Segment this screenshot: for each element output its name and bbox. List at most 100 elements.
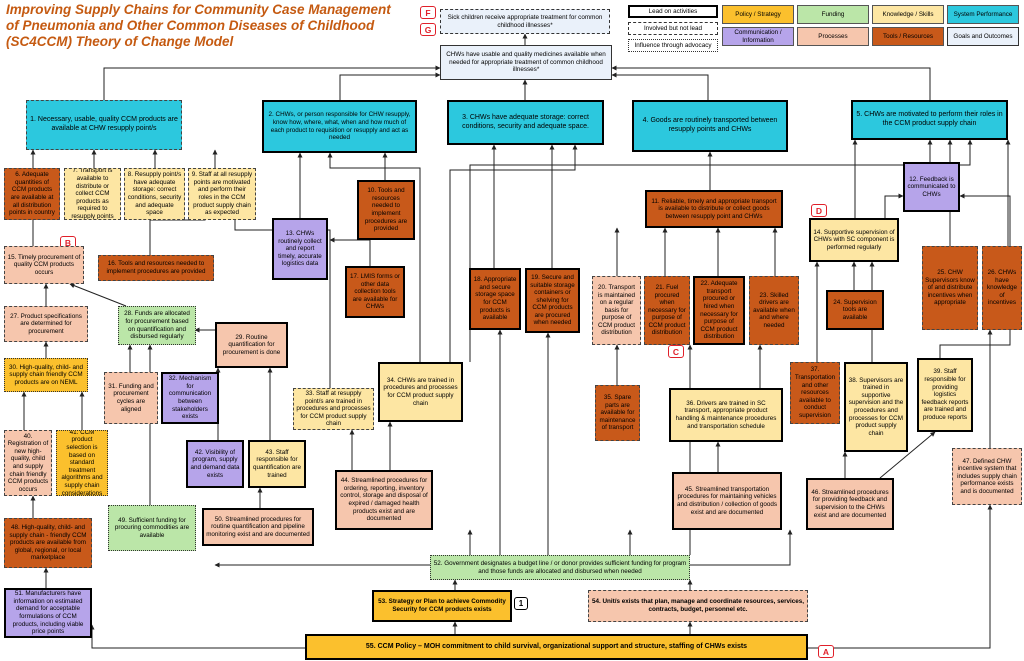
edge-b55-b51	[89, 624, 305, 649]
node-51: 51. Manufacturers have information on es…	[4, 588, 92, 638]
node-44-text: 44. Streamlined procedures for ordering,…	[340, 477, 428, 523]
node-36-text: 36. Drivers are trained in SC transport,…	[675, 399, 777, 430]
node-25: 25. CHW Supervisors know of and distribu…	[922, 246, 978, 330]
node-11: 11. Reliable, timely and appropriate tra…	[645, 190, 783, 228]
node-37: 37. Transportation and other resources a…	[790, 362, 840, 424]
node-36: 36. Drivers are trained in SC transport,…	[669, 388, 783, 442]
node-22-text: 22. Adequate transport procured or hired…	[700, 280, 738, 341]
node-19: 19. Secure and suitable storage containe…	[525, 268, 580, 333]
node-54-text: 54. Unit/s exists that plan, manage and …	[591, 598, 805, 613]
node-49: 49. Sufficient funding for procuring com…	[108, 505, 196, 551]
node-27-text: 27. Product specifications are determine…	[10, 312, 82, 335]
node-34-text: 34. CHWs are trained in procedures and p…	[383, 376, 458, 407]
legend-influence-label: Influence through advocacy	[634, 41, 712, 49]
edge-b17-b13	[329, 237, 371, 266]
edge-b34-b5	[469, 139, 973, 362]
node-20-text: 20. Transport is maintained on a regular…	[597, 283, 636, 337]
node-9-text: 9. Staff at all resupply points are moti…	[191, 171, 253, 217]
edge-b2-avail	[339, 72, 441, 100]
node-41-text: 41. CCM product selection is based on st…	[61, 430, 103, 496]
node-52: 52. Government designates a budget line …	[430, 555, 690, 580]
node-41: 41. CCM product selection is based on st…	[56, 430, 108, 496]
node-19-text: 19. Secure and suitable storage containe…	[530, 273, 575, 327]
legend-system-label: System Performance	[953, 10, 1013, 18]
node-16-text: 16. Tools and resources needed to implem…	[106, 260, 206, 275]
node-26: 26. CHWs have knowledge of incentives	[982, 246, 1022, 330]
legend-system: System Performance	[947, 5, 1019, 24]
node-51-text: 51. Manufacturers have information on es…	[12, 590, 84, 636]
node-29: 29. Routine quantification for procureme…	[215, 322, 288, 368]
legend-goals-label: Goals and Outcomes	[953, 32, 1013, 40]
node-38: 38. Supervisors are trained in supportiv…	[844, 362, 908, 452]
legend-funding-label: Funding	[821, 10, 845, 18]
node-31: 31. Funding and procurement cycles are a…	[104, 372, 158, 424]
node-49-text: 49. Sufficient funding for procuring com…	[114, 516, 190, 539]
node-35-text: 35. Spare parts are available for mainte…	[599, 394, 636, 432]
node-45: 45. Streamlined transportation procedure…	[672, 472, 782, 530]
legend-processes: Processes	[797, 27, 869, 46]
node-15-text: 15. Timely procurement of quality CCM pr…	[7, 253, 81, 276]
node-11-text: 11. Reliable, timely and appropriate tra…	[651, 197, 777, 220]
legend-involved: Involved but not lead	[628, 22, 718, 35]
node-32: 32. Mechanism for communication between …	[161, 372, 219, 424]
node-44: 44. Streamlined procedures for ordering,…	[335, 470, 433, 530]
edge-b5-avail	[611, 65, 931, 100]
node-5: 5. CHWs are motivated to perform their r…	[851, 100, 1008, 140]
node-8: 8. Resupply point/s have adequate storag…	[124, 168, 185, 220]
node-33: 33. Staff at resupply point/s are traine…	[293, 388, 374, 430]
node-1-text: 1. Necessary, usable, quality CCM produc…	[30, 116, 178, 132]
node-32-text: 32. Mechanism for communication between …	[168, 375, 212, 421]
node-12: 12. Feedback is communicated to CHWs	[903, 162, 960, 212]
node-27: 27. Product specifications are determine…	[4, 306, 88, 342]
node-48-text: 48. High-quality, child- and supply chai…	[9, 524, 87, 562]
node-24-text: 24. Supervision tools are available	[833, 298, 877, 321]
edge-b14-b12	[884, 193, 904, 218]
legend-influence: Influence through advocacy	[628, 39, 718, 52]
outcome-box: CHWs have usable and quality medicines a…	[440, 45, 612, 80]
legend-tools: Tools / Resources	[872, 27, 944, 46]
node-46-text: 46. Streamlined procedures for providing…	[811, 488, 889, 519]
node-3: 3. CHWs have adequate storage: correct c…	[447, 100, 604, 145]
node-6: 6. Adequate quantities of CCM products a…	[4, 168, 60, 220]
node-38-text: 38. Supervisors are trained in supportiv…	[848, 376, 904, 437]
node-7: 7. Transport is available to distribute …	[64, 168, 121, 220]
node-18-text: 18. Appropriate and secure storage space…	[473, 276, 517, 322]
node-12-text: 12. Feedback is communicated to CHWs	[907, 175, 956, 198]
edge-b4-avail	[611, 72, 709, 100]
legend-lead-label: Lead on activities	[648, 7, 698, 15]
node-2-text: 2. CHWs, or person responsible for CHW r…	[268, 111, 411, 142]
node-48: 48. High-quality, child- and supply chai…	[4, 518, 92, 568]
marker-c: C	[668, 345, 684, 358]
edge-b34-b3	[449, 144, 578, 362]
legend-tools-label: Tools / Resources	[882, 32, 934, 40]
legend-knowledge: Knowledge / Skills	[872, 5, 944, 24]
node-8-text: 8. Resupply point/s have adequate storag…	[127, 171, 182, 217]
node-20: 20. Transport is maintained on a regular…	[592, 276, 641, 345]
node-52-text: 52. Government designates a budget line …	[433, 559, 687, 575]
node-50-text: 50. Streamlined procedures for routine q…	[206, 515, 310, 538]
node-35: 35. Spare parts are available for mainte…	[595, 385, 640, 441]
node-53-badge: 1	[514, 597, 528, 610]
node-43: 43. Staff responsible for quantification…	[248, 440, 306, 488]
node-3-text: 3. CHWs have adequate storage: correct c…	[462, 113, 589, 130]
node-17-text: 17. LMIS forms or other data collection …	[349, 273, 401, 311]
node-37-text: 37. Transportation and other resources a…	[794, 366, 836, 419]
node-6-text: 6. Adequate quantities of CCM products a…	[9, 171, 55, 217]
edge-b55-b47	[808, 504, 993, 649]
node-4-text: 4. Goods are routinely transported betwe…	[642, 117, 778, 133]
edge-b52-b46	[690, 529, 793, 566]
node-45-text: 45. Streamlined transportation procedure…	[676, 485, 778, 516]
node-55-text: 55. CCM Policy – MOH commitment to child…	[365, 642, 748, 650]
diagram-title: Improving Supply Chains for Community Ca…	[6, 2, 391, 49]
node-47: 47. Defined CHW incentive system that in…	[952, 448, 1022, 505]
node-42: 42. Visibility of program, supply and de…	[186, 440, 244, 488]
node-43-text: 43. Staff responsible for quantification…	[253, 448, 301, 479]
node-4: 4. Goods are routinely transported betwe…	[632, 100, 788, 152]
node-34: 34. CHWs are trained in procedures and p…	[378, 362, 463, 422]
node-21: 21. Fuel procured when necessary for pur…	[644, 276, 690, 345]
outcome-text: CHWs have usable and quality medicines a…	[446, 51, 606, 74]
node-40-text: 40. Registration of new high-quality, ch…	[7, 432, 49, 493]
edge-b39-b12	[939, 193, 1011, 358]
node-50: 50. Streamlined procedures for routine q…	[202, 508, 314, 546]
node-2: 2. CHWs, or person responsible for CHW r…	[262, 100, 417, 153]
